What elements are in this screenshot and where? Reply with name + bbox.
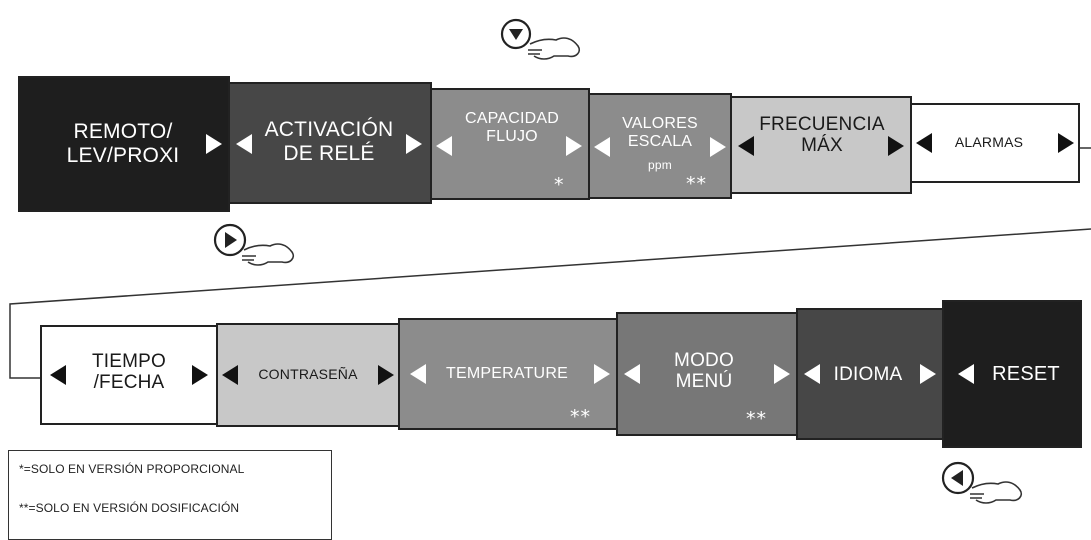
arrow-right-icon [566, 136, 582, 156]
menu-label-tiempo: TIEMPO /FECHA [91, 351, 167, 394]
menu-box-tiempo: TIEMPO /FECHA [40, 325, 218, 425]
down-button-press-icon [500, 18, 581, 60]
menu-box-capacidad: CAPACIDAD FLUJO * [430, 88, 590, 200]
menu-label-alarmas: ALARMAS [954, 134, 1024, 150]
menu-box-reset: RESET [942, 300, 1082, 448]
menu-box-frecuencia: FRECUENCIA MÁX [730, 96, 912, 194]
menu-label-remoto: REMOTO/ LEV/PROXI [66, 120, 180, 167]
menu-label-temperature: TEMPERATURE [446, 365, 568, 382]
right-button-press-icon [213, 223, 295, 266]
menu-label-idioma: IDIOMA [833, 364, 903, 385]
arrow-left-icon [738, 136, 754, 156]
menu-box-activacion: ACTIVACIÓN DE RELÉ [228, 82, 432, 204]
menu-flow-diagram: REMOTO/ LEV/PROXI ACTIVACIÓN DE RELÉ CAP… [8, 18, 1091, 540]
arrow-right-icon [710, 137, 726, 157]
menu-label-frecuencia: FRECUENCIA MÁX [759, 114, 885, 157]
arrow-left-icon [222, 365, 238, 385]
arrow-left-icon [804, 364, 820, 384]
arrow-right-icon [378, 365, 394, 385]
menu-box-remoto: REMOTO/ LEV/PROXI [18, 76, 230, 212]
legend-line-dosificacion: **=SOLO EN VERSIÓN DOSIFICACIÓN [19, 501, 240, 515]
note-double-asterisk: ** [686, 173, 707, 195]
arrow-left-icon [594, 137, 610, 157]
note-double-asterisk: ** [570, 406, 591, 428]
menu-box-idioma: IDIOMA [796, 308, 944, 440]
menu-box-alarmas: ALARMAS [910, 103, 1080, 183]
legend-line-proporcional: *=SOLO EN VERSIÓN PROPORCIONAL [19, 462, 245, 476]
arrow-right-icon [206, 134, 222, 154]
menu-label-capacidad: CAPACIDAD FLUJO [465, 110, 559, 145]
connector-line [9, 147, 1091, 379]
menu-label-modo: MODO MENÚ [674, 350, 734, 393]
menu-label-valores: VALORES ESCALA [622, 115, 698, 150]
note-double-asterisk: ** [746, 408, 767, 430]
left-button-press-icon [941, 461, 1023, 504]
arrow-right-icon [192, 365, 208, 385]
menu-label-activacion: ACTIVACIÓN DE RELÉ [264, 118, 394, 165]
arrow-right-icon [774, 364, 790, 384]
arrow-left-icon [236, 134, 252, 154]
arrow-left-icon [916, 133, 932, 153]
menu-box-valores: VALORES ESCALA ppm ** [588, 93, 732, 199]
arrow-right-icon [888, 136, 904, 156]
arrow-left-icon [958, 364, 974, 384]
menu-box-temperature: TEMPERATURE ** [398, 318, 618, 430]
arrow-left-icon [410, 364, 426, 384]
arrow-left-icon [50, 365, 66, 385]
menu-label-contrasena: CONTRASEÑA [258, 366, 358, 382]
arrow-right-icon [920, 364, 936, 384]
legend-box: *=SOLO EN VERSIÓN PROPORCIONAL **=SOLO E… [8, 450, 332, 540]
arrow-right-icon [594, 364, 610, 384]
menu-label-reset: RESET [992, 363, 1060, 385]
arrow-left-icon [624, 364, 640, 384]
menu-sublabel-ppm: ppm [648, 158, 672, 172]
arrow-right-icon [1058, 133, 1074, 153]
arrow-right-icon [406, 134, 422, 154]
menu-box-modo: MODO MENÚ ** [616, 312, 798, 436]
arrow-left-icon [436, 136, 452, 156]
menu-box-contrasena: CONTRASEÑA [216, 323, 400, 427]
note-asterisk: * [554, 174, 565, 196]
